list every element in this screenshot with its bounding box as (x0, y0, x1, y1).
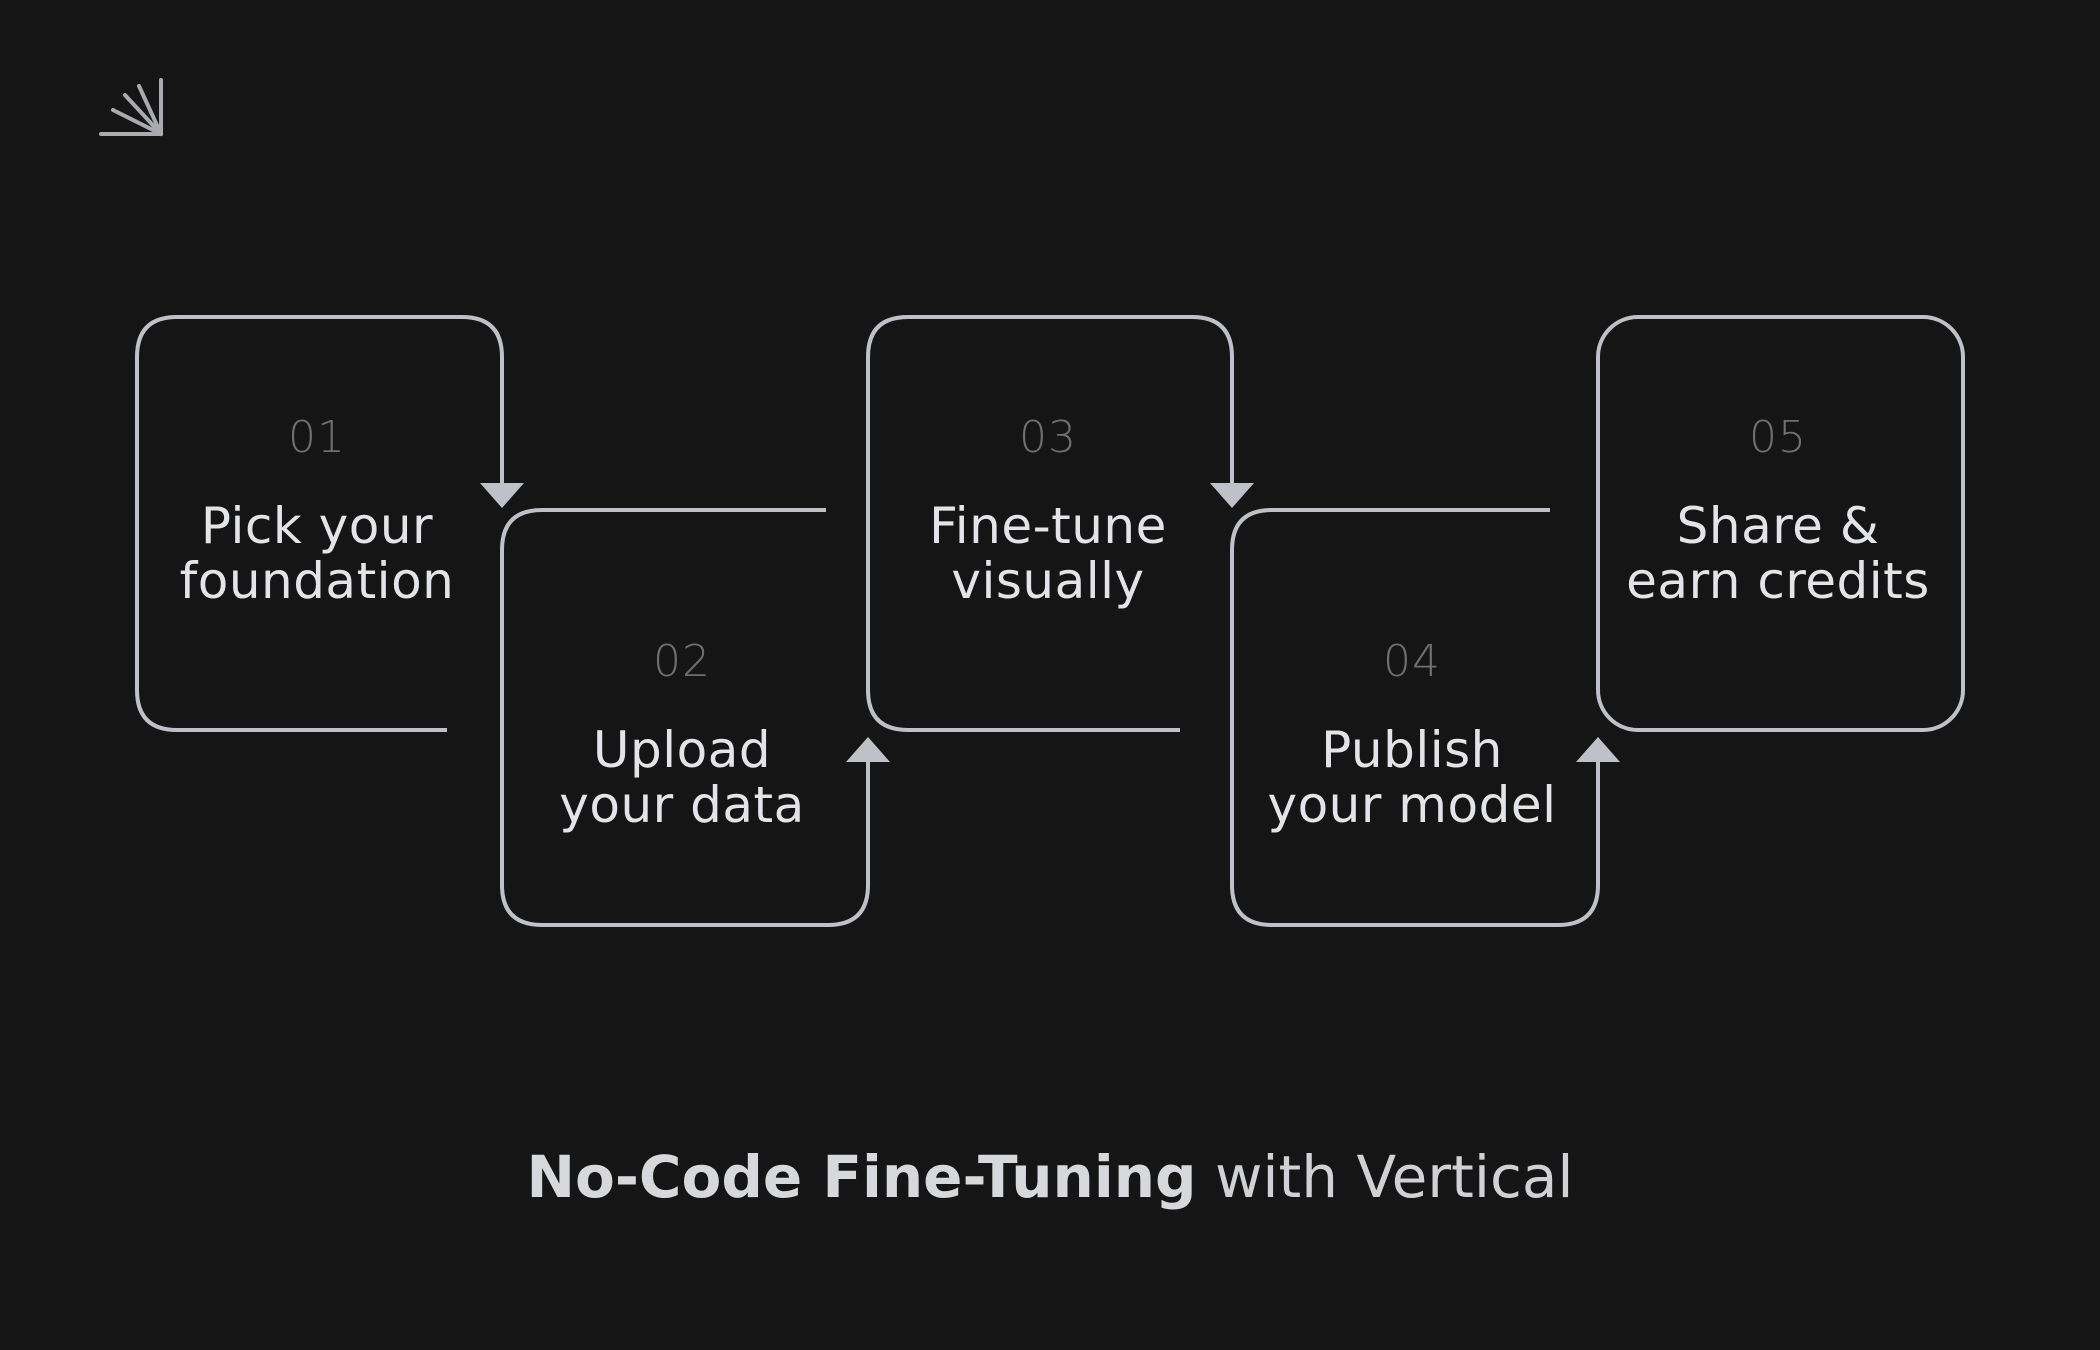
step-number-3: 03 (1019, 412, 1077, 463)
step-label-3: Fine-tune visually (929, 497, 1167, 610)
step-number-5: 05 (1749, 412, 1807, 463)
arrow-down-icon (480, 483, 524, 508)
arrow-up-icon (1576, 737, 1620, 762)
step-box-1 (135, 315, 504, 732)
rays-arrow-logo-icon (99, 78, 163, 136)
diagram-title: No-Code Fine-Tuning with Vertical (0, 1143, 2100, 1211)
step-box-3 (866, 315, 1234, 732)
arrow-down-icon (1210, 483, 1254, 508)
step-label-5: Share & earn credits (1626, 497, 1930, 610)
step-box-4 (1230, 508, 1600, 927)
title-rest: with Vertical (1214, 1143, 1574, 1211)
step-label-1: Pick your foundation (179, 497, 455, 610)
title-strong: No-Code Fine-Tuning (526, 1143, 1197, 1211)
step-label-4: Publish your model (1267, 721, 1557, 834)
step-box-5 (1596, 315, 1965, 732)
arrow-up-icon (846, 737, 890, 762)
step-number-4: 04 (1383, 636, 1441, 687)
step-number-2: 02 (653, 636, 711, 687)
step-box-2 (500, 508, 870, 927)
step-label-2: Upload your data (559, 721, 805, 834)
step-number-1: 01 (288, 412, 346, 463)
